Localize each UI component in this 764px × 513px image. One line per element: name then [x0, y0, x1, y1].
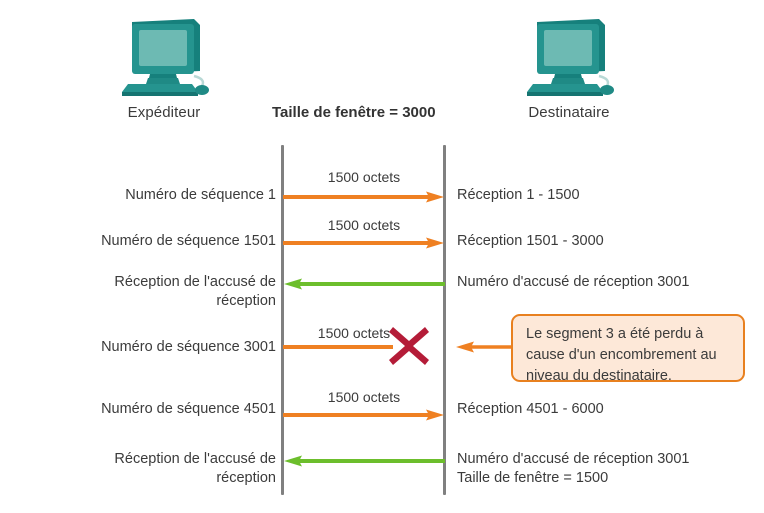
segment-lost-x-icon	[386, 323, 432, 369]
ack2-left-label: Réception de l'accusé de réception	[114, 451, 276, 486]
callout-box: Le segment 3 a été perdu à cause d'un en…	[511, 314, 745, 384]
host-receiver-label: Destinataire	[528, 104, 610, 121]
computer-icon	[519, 16, 619, 102]
seg1-right-label: Réception 1 - 1500	[457, 187, 580, 203]
host-receiver: Destinataire	[494, 16, 644, 121]
seg3-left-label: Numéro de séquence 3001	[101, 339, 276, 355]
lifeline-receiver	[443, 145, 446, 495]
callout-pointer-arrow	[455, 341, 517, 353]
seg1-left-label: Numéro de séquence 1	[125, 187, 276, 203]
seg2-arrow	[283, 237, 445, 249]
seg4-arrow	[283, 409, 445, 421]
ack1-arrow	[283, 278, 445, 290]
seg2-left-label: Numéro de séquence 1501	[101, 233, 276, 249]
seg4-right-label: Réception 4501 - 6000	[457, 401, 604, 417]
ack1-left-label: Réception de l'accusé de réception	[114, 274, 276, 309]
computer-icon	[114, 16, 214, 102]
lifeline-sender	[281, 145, 284, 495]
seg4-left-label: Numéro de séquence 4501	[101, 401, 276, 417]
host-sender: Expéditeur	[89, 16, 239, 121]
ack1-right-label: Numéro d'accusé de réception 3001	[457, 274, 690, 290]
seg1-arrow	[283, 191, 445, 203]
window-size-title: Taille de fenêtre = 3000	[272, 104, 436, 121]
seg2-right-label: Réception 1501 - 3000	[457, 233, 604, 249]
seg2-mid-label: 1500 octets	[327, 217, 401, 233]
callout-text: Le segment 3 a été perdu à cause d'un en…	[526, 326, 717, 384]
seg4-mid-label: 1500 octets	[327, 389, 401, 405]
seg3-mid-label: 1500 octets	[317, 325, 391, 341]
seg3-arrow	[283, 341, 393, 351]
seg1-mid-label: 1500 octets	[327, 169, 401, 185]
ack2-right-label: Numéro d'accusé de réception 3001 Taille…	[457, 451, 690, 486]
host-sender-label: Expéditeur	[127, 104, 201, 121]
ack2-arrow	[283, 455, 445, 467]
